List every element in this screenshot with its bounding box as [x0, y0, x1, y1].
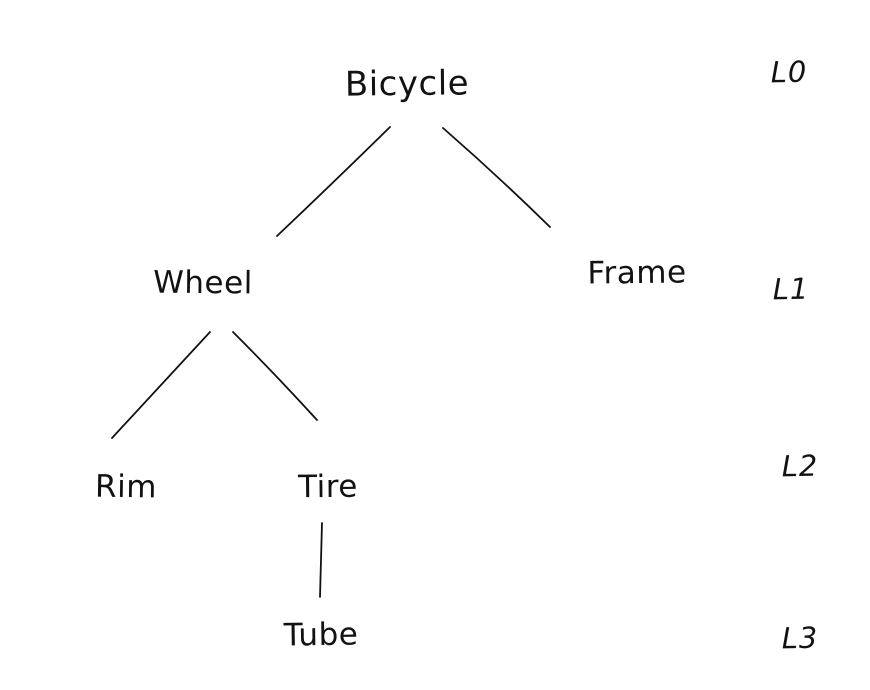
level-label-l0: L0 [770, 54, 808, 90]
level-label-l2: L2 [781, 448, 819, 484]
edge-tire-tube [319, 522, 323, 598]
level-label-l1: L1 [772, 271, 810, 307]
edge-bicycle-wheel [276, 126, 391, 237]
tree-node-tire: Tire [297, 468, 359, 506]
edge-wheel-rim [111, 331, 211, 439]
tree-node-tube: Tube [283, 616, 359, 654]
tree-node-bicycle: Bicycle [344, 63, 470, 105]
tree-node-wheel: Wheel [153, 264, 253, 302]
edge-wheel-tire [232, 331, 318, 421]
level-label-l3: L3 [781, 620, 819, 656]
edge-bicycle-frame [442, 127, 551, 228]
tree-node-frame: Frame [587, 254, 687, 292]
tree-node-rim: Rim [94, 468, 158, 506]
